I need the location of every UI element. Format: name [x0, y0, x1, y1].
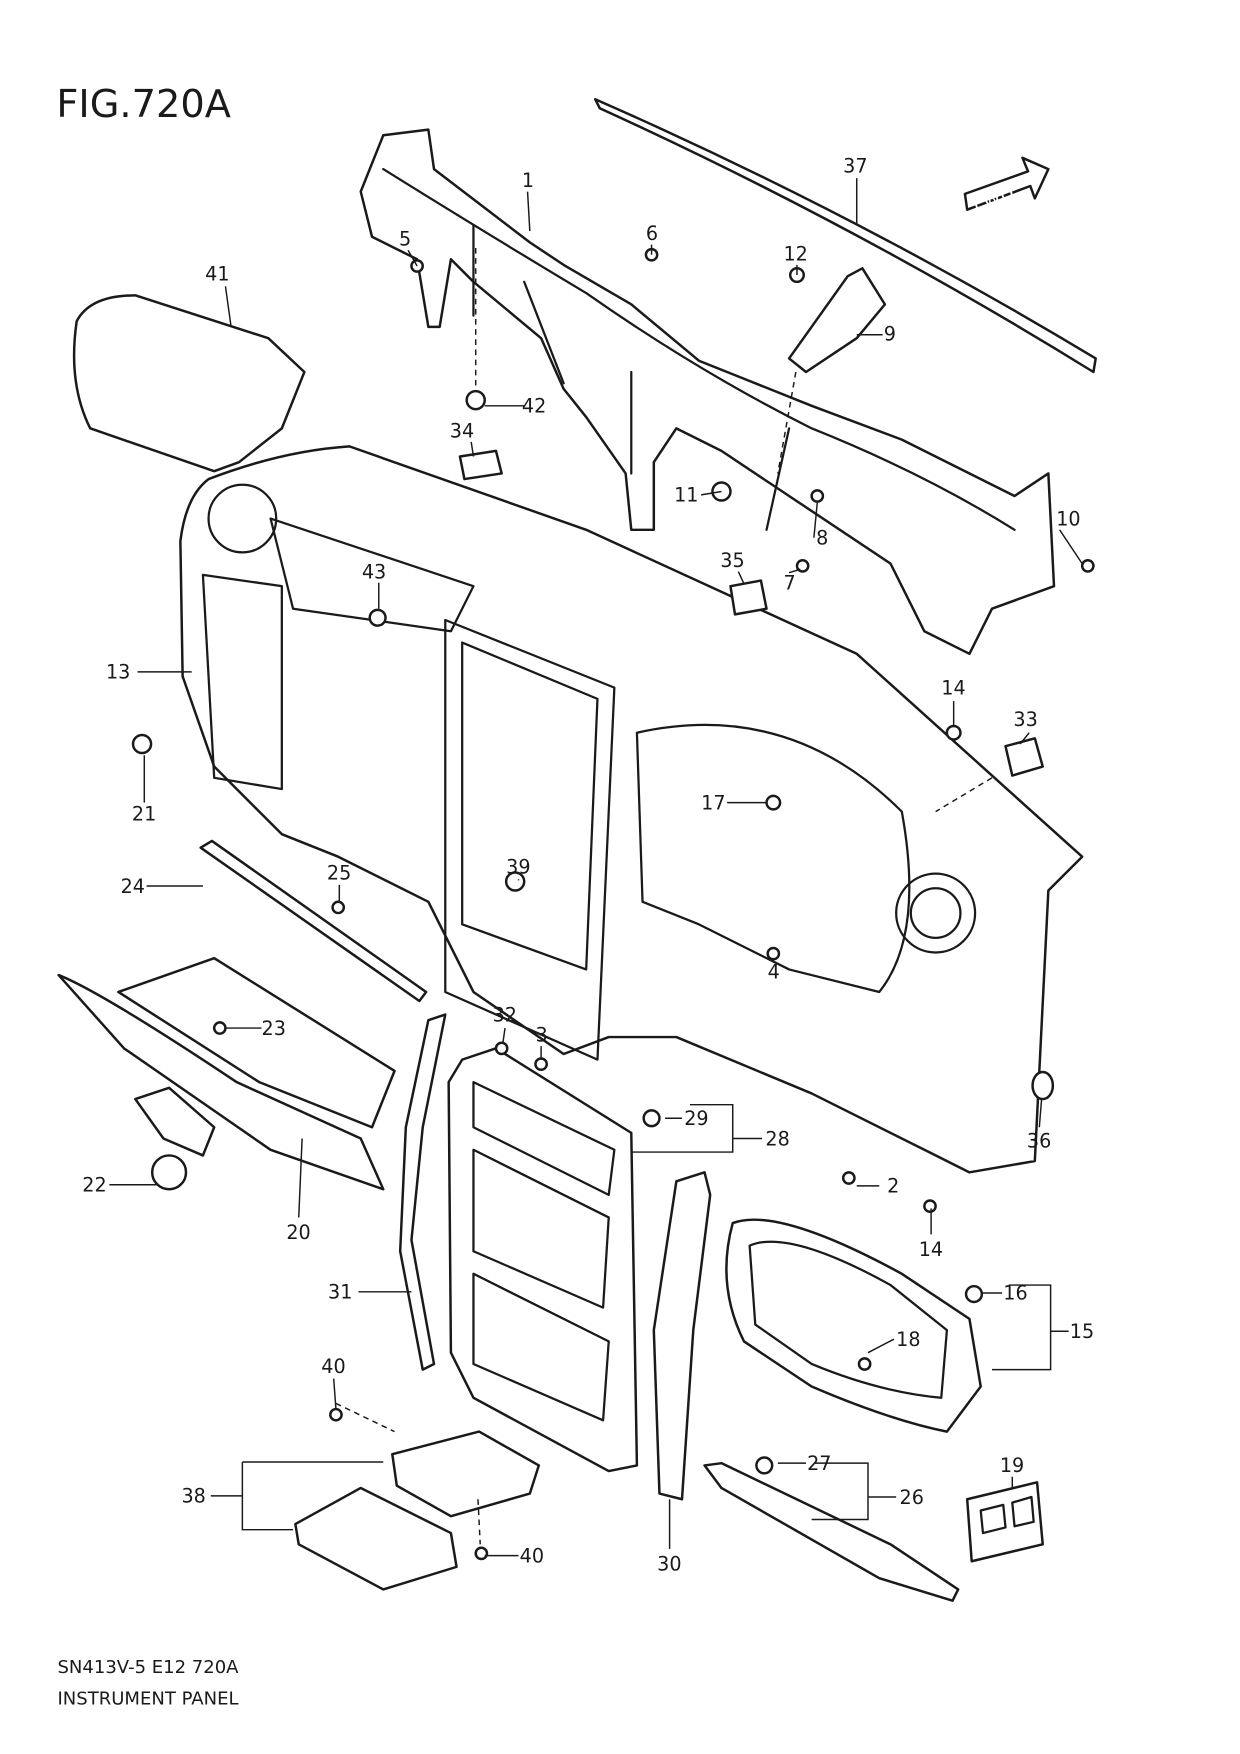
part-33-cap — [1004, 737, 1044, 777]
part-31-garnish — [398, 1013, 447, 1371]
callout-37: 37 — [843, 154, 867, 177]
callout-12: 12 — [783, 242, 807, 265]
callout-15: 15 — [1070, 1320, 1094, 1343]
callout-24: 24 — [121, 875, 145, 898]
callout-38: 38 — [182, 1485, 206, 1508]
callout-6: 6 — [646, 222, 658, 245]
part-41-airbag — [72, 294, 306, 473]
callout-36: 36 — [1027, 1130, 1051, 1153]
part-13-instrument-panel — [179, 445, 1084, 1174]
callout-7: 7 — [783, 572, 795, 595]
figure-code: SN413V-5 E12 720A — [58, 1657, 240, 1678]
callout-3: 3 — [535, 1024, 547, 1047]
callout-14-upper: 14 — [941, 676, 965, 699]
figure-title: FIG.720A — [56, 82, 231, 127]
callout-33: 33 — [1013, 708, 1037, 731]
callout-27: 27 — [807, 1452, 831, 1475]
part-38-tray — [294, 1486, 458, 1591]
part-35-cap — [729, 579, 768, 616]
callout-13: 13 — [106, 661, 130, 684]
callout-10: 10 — [1056, 507, 1080, 530]
part-37-garnish-strip — [593, 97, 1097, 374]
callout-35: 35 — [720, 549, 744, 572]
callout-25: 25 — [327, 861, 351, 884]
callout-29: 29 — [684, 1107, 708, 1130]
callout-32: 32 — [493, 1003, 517, 1026]
callout-30: 30 — [657, 1552, 681, 1575]
callout-40-upper: 40 — [321, 1355, 345, 1378]
part-36-plug — [1031, 1070, 1055, 1101]
callout-20: 20 — [286, 1221, 310, 1244]
callout-31: 31 — [328, 1281, 352, 1304]
part-26-garnish — [703, 1461, 960, 1602]
part-15-meter-hood — [725, 1218, 982, 1433]
callout-34: 34 — [450, 419, 474, 442]
callout-43: 43 — [362, 560, 386, 583]
leader-lines — [109, 178, 1083, 1557]
callout-28: 28 — [765, 1127, 789, 1150]
callout-21: 21 — [132, 803, 156, 826]
part-28-center-garnish — [447, 1047, 639, 1473]
callout-2: 2 — [887, 1175, 899, 1198]
callout-26: 26 — [900, 1486, 924, 1509]
callout-16: 16 — [1003, 1282, 1027, 1305]
callout-42: 42 — [522, 395, 546, 418]
part-1-reinforcement-member — [359, 128, 1056, 656]
fwd-arrow-icon: FWD — [963, 156, 1050, 216]
part-38-box — [391, 1430, 541, 1518]
callout-22: 22 — [82, 1174, 106, 1197]
fwd-label: FWD — [970, 182, 1017, 216]
callout-8: 8 — [816, 526, 828, 549]
callout-4: 4 — [768, 960, 780, 983]
callout-39: 39 — [506, 856, 530, 879]
part-9-bracket — [787, 267, 887, 374]
callout-11: 11 — [674, 484, 698, 507]
part-30-garnish — [652, 1171, 712, 1501]
callout-41: 41 — [205, 263, 229, 286]
callout-9: 9 — [884, 322, 896, 345]
callout-14-lower: 14 — [919, 1238, 943, 1261]
part-24-glove-box-upper — [199, 839, 428, 1003]
callout-17: 17 — [701, 791, 725, 814]
callout-40-lower: 40 — [520, 1544, 544, 1567]
callout-23: 23 — [262, 1017, 286, 1040]
part-20-glove-box — [57, 956, 396, 1191]
part-34-cap — [458, 449, 503, 481]
callout-5: 5 — [399, 228, 411, 251]
figure-name: INSTRUMENT PANEL — [58, 1688, 239, 1709]
callout-1: 1 — [522, 169, 534, 192]
callout-19: 19 — [1000, 1454, 1024, 1477]
callout-18: 18 — [896, 1328, 920, 1351]
part-22-lock — [134, 1086, 216, 1191]
